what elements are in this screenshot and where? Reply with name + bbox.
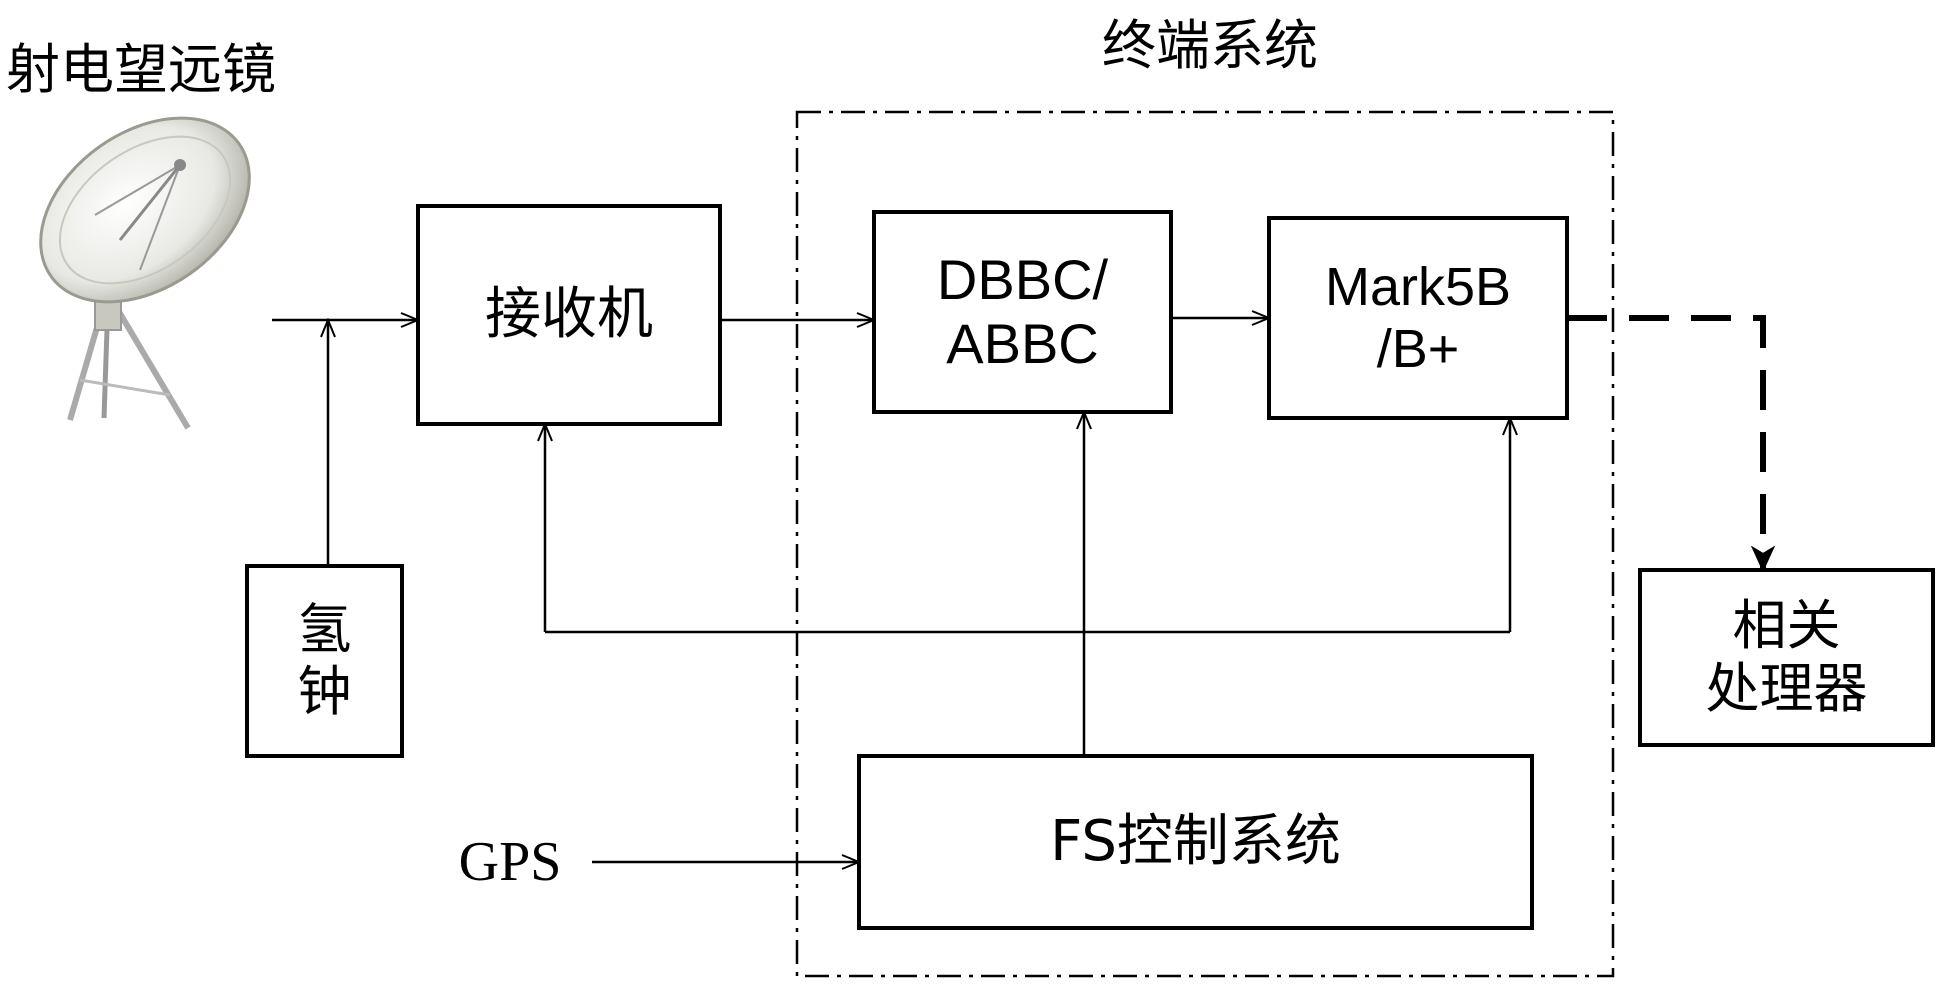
correlator-label: 相关 处理器 [1640,570,1933,745]
correlator-label-line1: 相关 [1732,594,1841,658]
dbbc-label-line2: ABBC [946,312,1099,375]
dbbc-label: DBBC/ ABBC [874,212,1171,412]
hydrogen-clock-label: 氢 钟 [247,566,402,756]
radio-telescope-dish-icon [39,116,251,430]
correlator-box [1638,568,1935,747]
hydrogen-clock-label-line1: 氢 [297,597,352,661]
mark5b-label-line2: /B+ [1376,319,1460,379]
telescope-title: 射电望远镜 [6,37,276,101]
hydrogen-clock-label-line2: 钟 [297,660,352,723]
fs-control-box [857,754,1534,930]
mark5b-to-correlator-dashed-arrow [1567,315,1763,570]
mark5b-label: Mark5B /B+ [1269,218,1567,418]
fs-control-label: FS控制系统 [1050,808,1341,874]
receiver-label: 接收机 [485,281,653,347]
gps-label: GPS [458,830,562,893]
hydrogen-clock-box [245,564,404,758]
terminal-system-boundary [795,110,1615,978]
mark5b-label-line1: Mark5B [1324,256,1512,317]
dbbc-label-line1: DBBC/ [936,247,1109,311]
terminal-system-title: 终端系统 [1102,13,1318,77]
correlator-label-line2: 处理器 [1705,656,1868,720]
dbbc-box [872,210,1173,414]
